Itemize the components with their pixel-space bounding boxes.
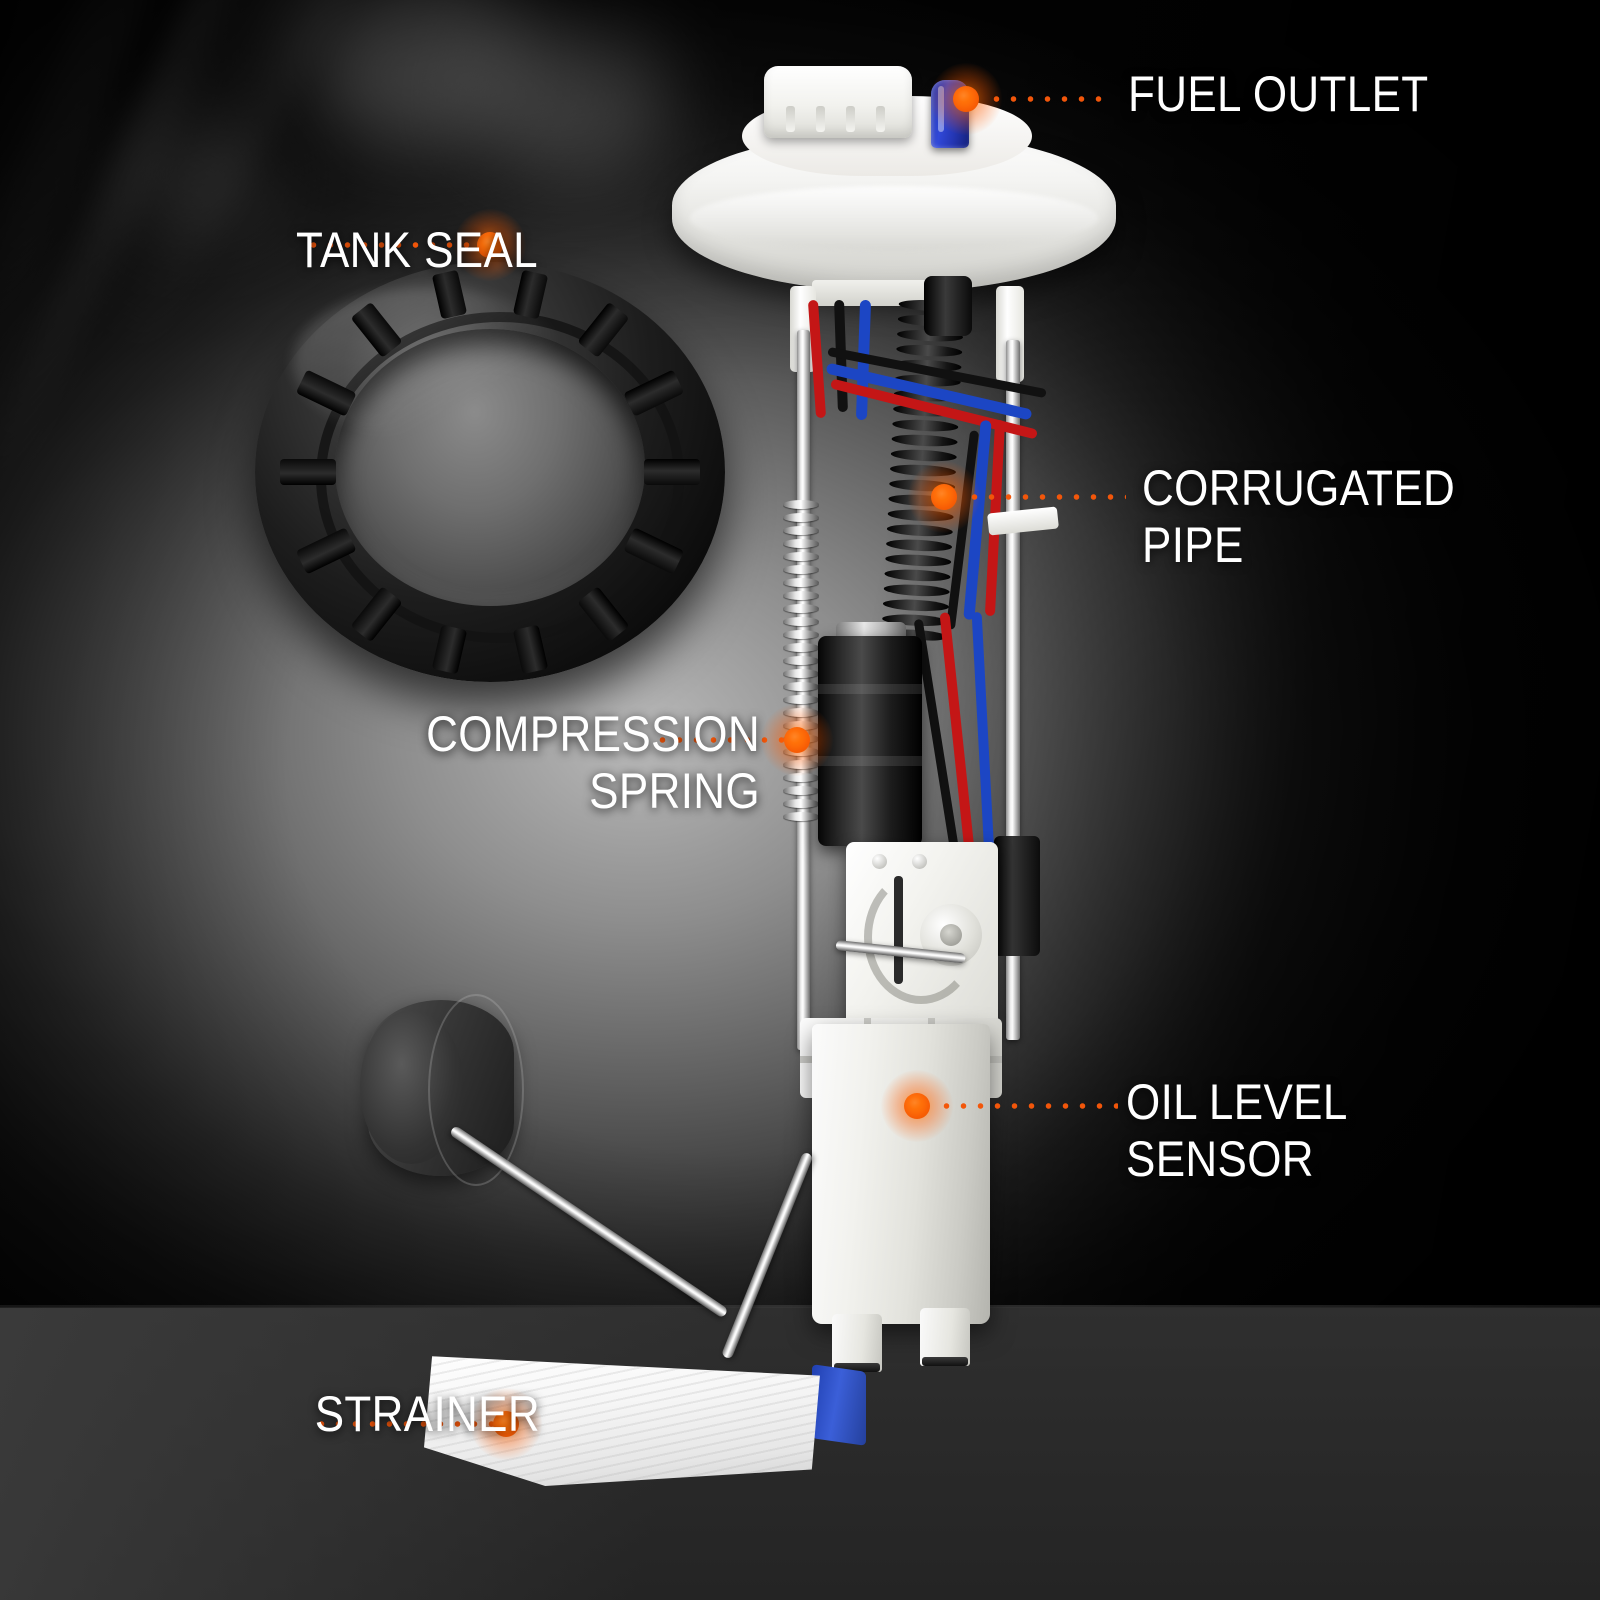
marker-dot-compression-spring (761, 704, 833, 776)
label-tank-seal: TANK SEAL (296, 222, 538, 278)
leader-line-strainer (313, 1420, 499, 1428)
spring-coil (783, 812, 819, 821)
pipe-top-fitting (924, 276, 972, 336)
spring-coil (783, 682, 819, 691)
spring-coil (783, 773, 819, 782)
compression-spring (783, 500, 819, 830)
oil-level-sensor-unit (846, 842, 998, 1032)
label-compression-spring: COMPRESSION SPRING (426, 706, 760, 819)
spring-coil (783, 786, 819, 795)
label-fuel-outlet: FUEL OUTLET (1128, 66, 1429, 122)
pump-motor-body (818, 636, 922, 846)
sensor-terminal (912, 854, 927, 869)
pipe-rib (891, 433, 958, 448)
leader-line-oil-level-sensor (938, 1102, 1118, 1110)
spring-coil (783, 669, 819, 678)
seal-tab (644, 459, 700, 485)
fuel-float (360, 994, 524, 1186)
pipe-rib (892, 418, 959, 433)
spring-coil (783, 630, 819, 639)
reservoir-foot (920, 1308, 970, 1366)
marker-dot-corrugated-pipe (908, 461, 980, 533)
spring-coil (783, 552, 819, 561)
tank-seal-ring (255, 262, 725, 682)
spring-coil (783, 643, 819, 652)
spring-coil (783, 539, 819, 548)
leader-line-fuel-outlet (988, 95, 1110, 103)
spring-coil (783, 695, 819, 704)
seal-tab (280, 459, 336, 485)
label-oil-level-sensor: OIL LEVEL SENSOR (1126, 1074, 1347, 1187)
spring-coil (783, 799, 819, 808)
floor-horizon-line (0, 1305, 1600, 1308)
leader-line-compression-spring (654, 736, 790, 744)
pipe-rib (885, 538, 953, 553)
pipe-rib (885, 553, 952, 568)
spring-coil (783, 617, 819, 626)
reservoir-foot (832, 1314, 882, 1372)
spring-coil (783, 656, 819, 665)
marker-dot-oil-level-sensor (881, 1070, 953, 1142)
reservoir-canister (812, 1024, 990, 1372)
connector-pin (846, 106, 855, 132)
electrical-connector (764, 66, 912, 138)
float-rim (428, 994, 524, 1186)
leader-line-tank-seal (305, 241, 483, 249)
motor-band (818, 756, 922, 766)
label-corrugated-pipe: CORRUGATED PIPE (1142, 460, 1456, 573)
connector-pin (876, 106, 885, 132)
leader-line-corrugated-pipe (966, 493, 1126, 501)
pipe-rib (884, 568, 951, 583)
sensor-terminal (872, 854, 887, 869)
strainer-connector (812, 1364, 866, 1446)
connector-pin (816, 106, 825, 132)
sensor-pivot-pin (940, 924, 962, 946)
marker-dot-fuel-outlet (930, 63, 1002, 135)
pipe-rib (883, 583, 950, 598)
spring-coil (783, 526, 819, 535)
motor-band (818, 684, 922, 694)
connector-pin (786, 106, 795, 132)
sensor-slot (894, 876, 903, 984)
spring-coil (783, 578, 819, 587)
marker-dot-strainer (470, 1388, 542, 1460)
seal-inner-bore (334, 329, 646, 607)
spring-coil (783, 604, 819, 613)
spring-coil (783, 500, 819, 509)
marker-dot-tank-seal (454, 209, 526, 281)
sensor-resistor-arc (864, 870, 978, 1004)
pipe-rib (882, 598, 950, 613)
spring-coil (783, 591, 819, 600)
label-strainer: STRAINER (314, 1386, 540, 1442)
lower-black-fitting (994, 836, 1040, 956)
fuel-strainer (424, 1356, 820, 1486)
flange-ridge (689, 186, 1099, 251)
spring-coil (783, 513, 819, 522)
spring-coil (783, 565, 819, 574)
pipe-rib (896, 343, 963, 358)
